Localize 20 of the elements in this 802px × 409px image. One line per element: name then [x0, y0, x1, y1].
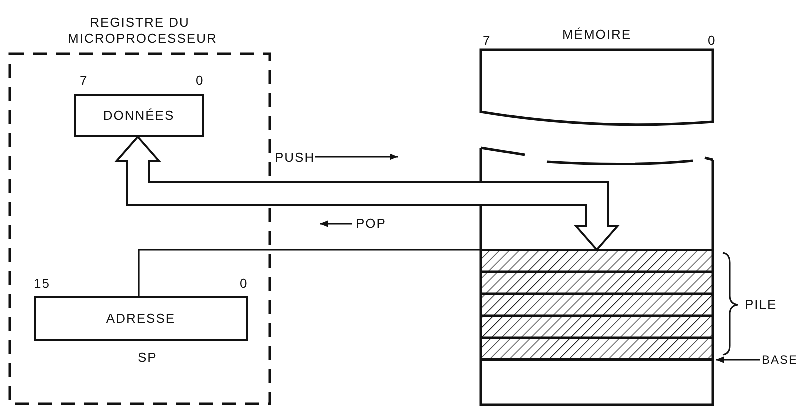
memory-column	[480, 145, 714, 407]
direction-label: PUSH	[275, 150, 316, 165]
bit-index: 15	[34, 276, 50, 291]
register-name: SP	[138, 350, 158, 365]
direction-label: POP	[356, 216, 386, 231]
bit-index: 0	[240, 276, 248, 291]
memory-heading: MÉMOIRE	[561, 27, 633, 43]
stack-label: PILE	[745, 297, 778, 312]
register-box: ADRESSE	[34, 296, 248, 341]
bit-index: 0	[196, 73, 204, 88]
bit-index: 0	[708, 33, 716, 48]
connector-line	[138, 249, 480, 296]
register-box: DONNÉES	[74, 94, 204, 137]
bit-index: 7	[80, 73, 88, 88]
arrow	[716, 356, 760, 364]
stack-area	[480, 250, 714, 360]
bus-arrow	[114, 135, 620, 252]
pointer-label: BASE	[762, 352, 802, 368]
memory-block	[480, 25, 714, 128]
bit-index: 7	[483, 33, 492, 48]
